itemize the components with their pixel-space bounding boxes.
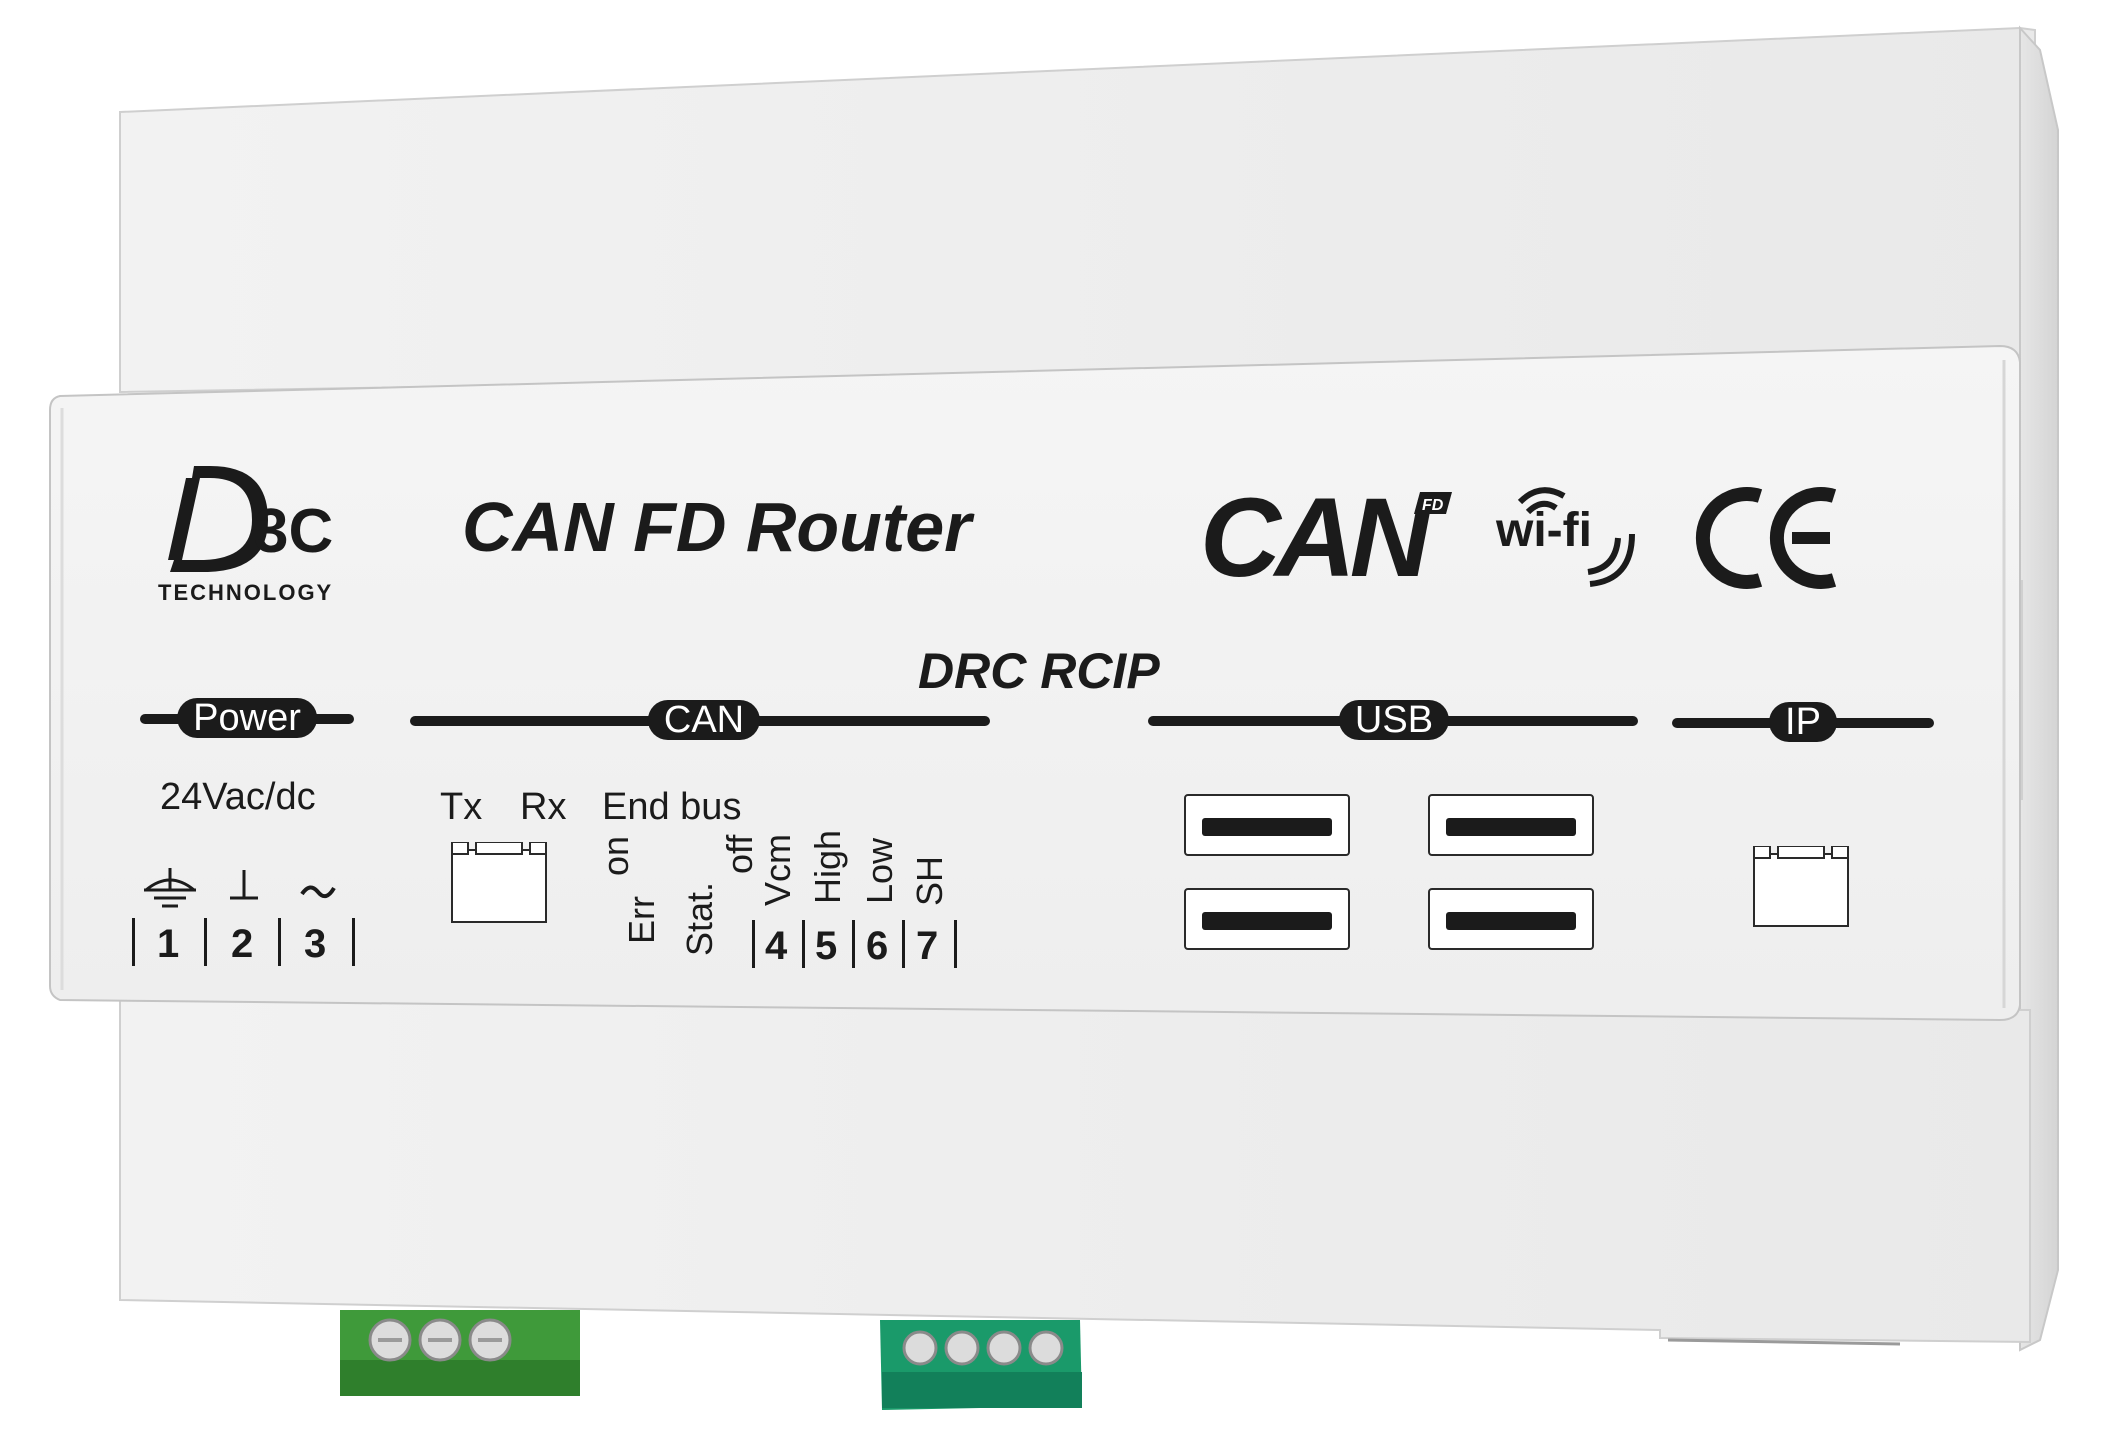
can-pin-low: Low bbox=[859, 837, 900, 904]
terminal-separator bbox=[802, 920, 805, 968]
usb-label: USB bbox=[1338, 700, 1450, 740]
usb-port-3[interactable] bbox=[1184, 888, 1350, 950]
can-label: CAN bbox=[647, 700, 761, 740]
ce-mark bbox=[1695, 487, 1837, 589]
svg-text:3C: 3C bbox=[254, 497, 333, 566]
can-rx-led-label: Rx bbox=[520, 786, 567, 828]
can-pin-high: High bbox=[807, 829, 848, 904]
svg-text:CAN: CAN bbox=[1200, 475, 1433, 590]
err-led-label: Err bbox=[621, 896, 662, 944]
end-bus-on-label: on bbox=[595, 835, 636, 876]
power-terminal-1: 1 bbox=[157, 922, 180, 966]
terminal-separator bbox=[204, 918, 207, 966]
power-voltage: 24Vac/dc bbox=[160, 776, 316, 818]
ip-rj45-port-icon[interactable] bbox=[1752, 846, 1852, 928]
terminal-separator bbox=[278, 918, 281, 966]
can-terminal-7: 7 bbox=[916, 924, 939, 968]
brand-tagline: TECHNOLOGY bbox=[158, 580, 334, 605]
terminal-separator bbox=[752, 920, 755, 968]
product-title: CAN FD Router bbox=[462, 488, 972, 566]
can-terminal-4: 4 bbox=[765, 924, 788, 968]
usb-port-4[interactable] bbox=[1428, 888, 1594, 950]
earth-ground-icon bbox=[144, 868, 196, 908]
usb-port-1[interactable] bbox=[1184, 794, 1350, 856]
can-pin-sh: SH bbox=[909, 855, 950, 906]
can-pin-vcm: Vcm bbox=[757, 834, 798, 906]
drc-technology-logo: 3C bbox=[168, 466, 333, 572]
can-terminal-block[interactable] bbox=[872, 1310, 1092, 1420]
usb-port-2[interactable] bbox=[1428, 794, 1594, 856]
can-fd-logo: CAN FD bbox=[1200, 475, 1452, 590]
power-terminal-3: 3 bbox=[304, 922, 327, 966]
can-end-bus-label: End bus bbox=[602, 786, 742, 828]
power-terminal-block[interactable] bbox=[330, 1300, 590, 1410]
can-section-header: CAN bbox=[410, 700, 990, 740]
can-rj45-port-icon[interactable] bbox=[450, 842, 550, 924]
terminal-separator bbox=[132, 918, 135, 966]
ac-tilde-icon bbox=[300, 885, 336, 899]
terminal-separator bbox=[852, 920, 855, 968]
ip-label: IP bbox=[1769, 702, 1837, 742]
terminal-separator bbox=[902, 920, 905, 968]
power-label: Power bbox=[177, 698, 317, 738]
power-terminal-2: 2 bbox=[231, 922, 254, 966]
power-section-header: Power bbox=[140, 698, 354, 738]
terminal-separator bbox=[954, 920, 957, 968]
can-tx-led-label: Tx bbox=[440, 786, 483, 828]
svg-text:FD: FD bbox=[1422, 497, 1444, 514]
stat-led-label: Stat. bbox=[679, 881, 720, 956]
end-bus-off-label: off bbox=[719, 834, 760, 874]
can-terminal-5: 5 bbox=[815, 924, 838, 968]
svg-text:wi-fi: wi-fi bbox=[1495, 504, 1592, 557]
ground-icon bbox=[230, 870, 258, 900]
model-label: DRC RCIP bbox=[918, 643, 1160, 699]
usb-section-header: USB bbox=[1148, 700, 1638, 740]
terminal-separator bbox=[352, 918, 355, 966]
can-terminal-6: 6 bbox=[866, 924, 889, 968]
wifi-logo: wi-fi bbox=[1495, 487, 1635, 587]
ip-section-header: IP bbox=[1672, 702, 1934, 742]
